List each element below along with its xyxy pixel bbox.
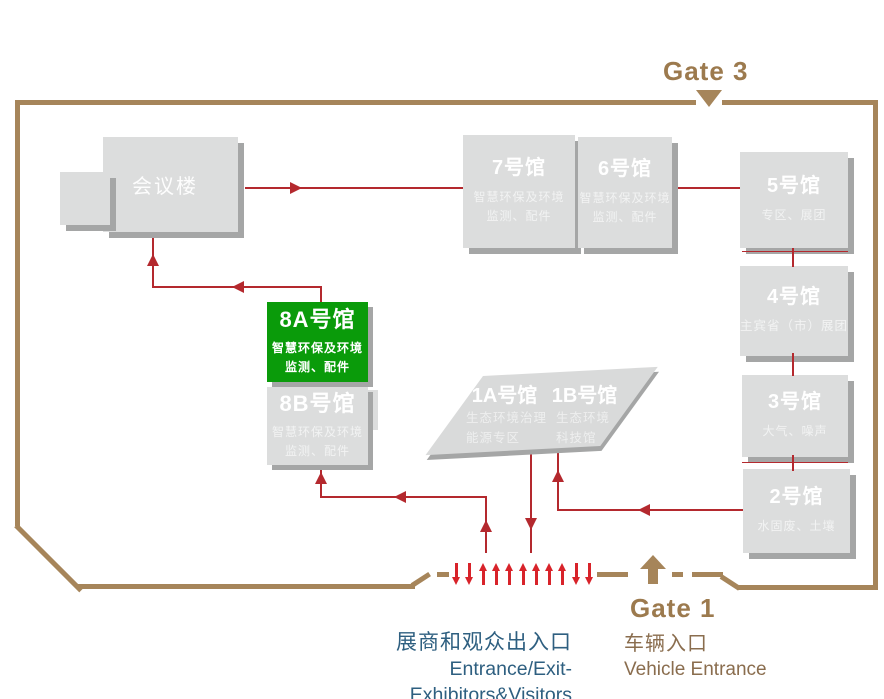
border-left (15, 100, 20, 526)
route-connector-5-4 (792, 248, 794, 267)
route-connector-3-2 (792, 455, 794, 471)
border-dash-1 (437, 572, 449, 577)
hall-8a-name: 8A号馆 (279, 306, 356, 332)
entrance-arrow-up-icon (545, 563, 554, 585)
entrance-arrow-down-icon (585, 563, 594, 585)
border-dash-4 (692, 572, 723, 577)
hall-6-desc: 智慧环保及环境监测、配件 (579, 191, 671, 224)
entrance-arrow-up-icon (531, 563, 541, 585)
hall-5-name: 5号馆 (766, 175, 822, 198)
entrance-arrow-down-icon (452, 563, 461, 585)
border-step-up (410, 571, 431, 588)
entrance-arrow-up-icon (491, 563, 501, 585)
visitor-entrance-cn: 展商和观众出入口 (396, 631, 572, 654)
entrance-arrow-up-icon (505, 563, 514, 585)
entrance-arrow-up-icon (558, 563, 567, 585)
route-arrow-up-icon (480, 520, 492, 532)
building-conference-label: 会议楼 (132, 176, 198, 198)
border-right (873, 100, 878, 590)
route-hall5-bottom-line (742, 251, 848, 252)
route-vert-to-hall8a (320, 286, 322, 304)
gate1-label: Gate 1 (630, 593, 716, 623)
hall-1a-desc: 生态环境治理能源专区 (466, 411, 548, 445)
hall-1b-name: 1B号馆 (551, 385, 618, 407)
entrance-arrow-down-icon (465, 563, 474, 585)
hall-2: 2号馆 水固废、土壤 (743, 469, 850, 553)
route-arrow-left-icon (638, 504, 650, 516)
hall-4: 4号馆 主宾省（市）展团 (740, 266, 848, 356)
hall-4-desc: 主宾省（市）展团 (740, 318, 849, 333)
hall-8b-notch (366, 390, 378, 430)
vehicle-entrance-legend: 车辆入口 Vehicle Entrance (624, 632, 767, 682)
route-vert-hall1a-exit (530, 448, 532, 553)
gate3-label: Gate 3 (663, 56, 749, 86)
gate3-arrow-icon (696, 90, 722, 107)
hall-8a-desc: 智慧环保及环境监测、配件 (271, 341, 363, 374)
hall-3-desc: 大气、噪声 (762, 424, 828, 439)
hall-8b-name: 8B号馆 (279, 390, 356, 416)
hall-2-name: 2号馆 (769, 486, 824, 509)
border-bottom-right (737, 585, 878, 590)
vehicle-entrance-cn: 车辆入口 (624, 633, 708, 655)
vehicle-entrance-en: Vehicle Entrance (624, 659, 767, 680)
hall-5: 5号馆 专区、展团 (740, 152, 848, 248)
entrance-arrow-up-icon (478, 563, 488, 585)
hall-7-desc: 智慧环保及环境监测、配件 (473, 190, 565, 223)
border-bottom-left (78, 584, 415, 589)
hall-3: 3号馆 大气、噪声 (742, 375, 848, 457)
border-top-right (722, 100, 878, 105)
entrance-arrows (452, 563, 602, 585)
route-hall3-bottom-line (742, 462, 848, 463)
route-arrow-right-icon (290, 182, 302, 194)
hall-6: 6号馆 智慧环保及环境监测、配件 (578, 137, 672, 248)
route-arrow-left-icon (394, 491, 406, 503)
route-arrow-left-icon (232, 281, 244, 293)
entrance-arrow-up-icon (518, 563, 528, 585)
route-horiz-hall2-to-1b (557, 509, 743, 511)
hall-2-desc: 水固废、土壤 (757, 519, 836, 534)
gate1-arrow-icon (640, 555, 666, 569)
border-dash-3 (672, 572, 683, 577)
hall-3-name: 3号馆 (767, 391, 823, 414)
building-conference-wing (60, 172, 110, 225)
route-arrow-up-icon (147, 254, 159, 266)
route-arrow-up-icon (315, 472, 327, 484)
border-dash-2 (597, 572, 628, 577)
route-arrow-up-icon (552, 470, 564, 482)
hall-8b-desc: 智慧环保及环境监测、配件 (271, 425, 363, 458)
hall-4-name: 4号馆 (766, 285, 822, 308)
hall-8a: 8A号馆 智慧环保及环境监测、配件 (267, 302, 368, 382)
hall-8b: 8B号馆 智慧环保及环境监测、配件 (267, 387, 368, 465)
visitor-entrance-legend: 展商和观众出入口 Entrance/Exit-Exhibitors&Visito… (290, 630, 572, 699)
route-connector-4-3 (792, 353, 794, 376)
border-chamfer (14, 523, 83, 593)
building-conference-main (103, 137, 238, 232)
route-arrow-down-icon (525, 518, 537, 530)
visitor-entrance-en: Entrance/Exit-Exhibitors&Visitors (409, 658, 572, 699)
hall-1b-desc: 生态环境科技馆 (556, 411, 611, 445)
hall-6-name: 6号馆 (597, 158, 653, 181)
entrance-arrow-down-icon (571, 563, 581, 585)
hall-7-name: 7号馆 (491, 157, 547, 180)
hall-1a-name: 1A号馆 (471, 385, 538, 407)
gate1-arrow-stem (648, 568, 658, 584)
border-top-left (15, 100, 696, 105)
hall-5-desc: 专区、展团 (761, 208, 827, 223)
hall-7: 7号馆 智慧环保及环境监测、配件 (463, 135, 575, 248)
